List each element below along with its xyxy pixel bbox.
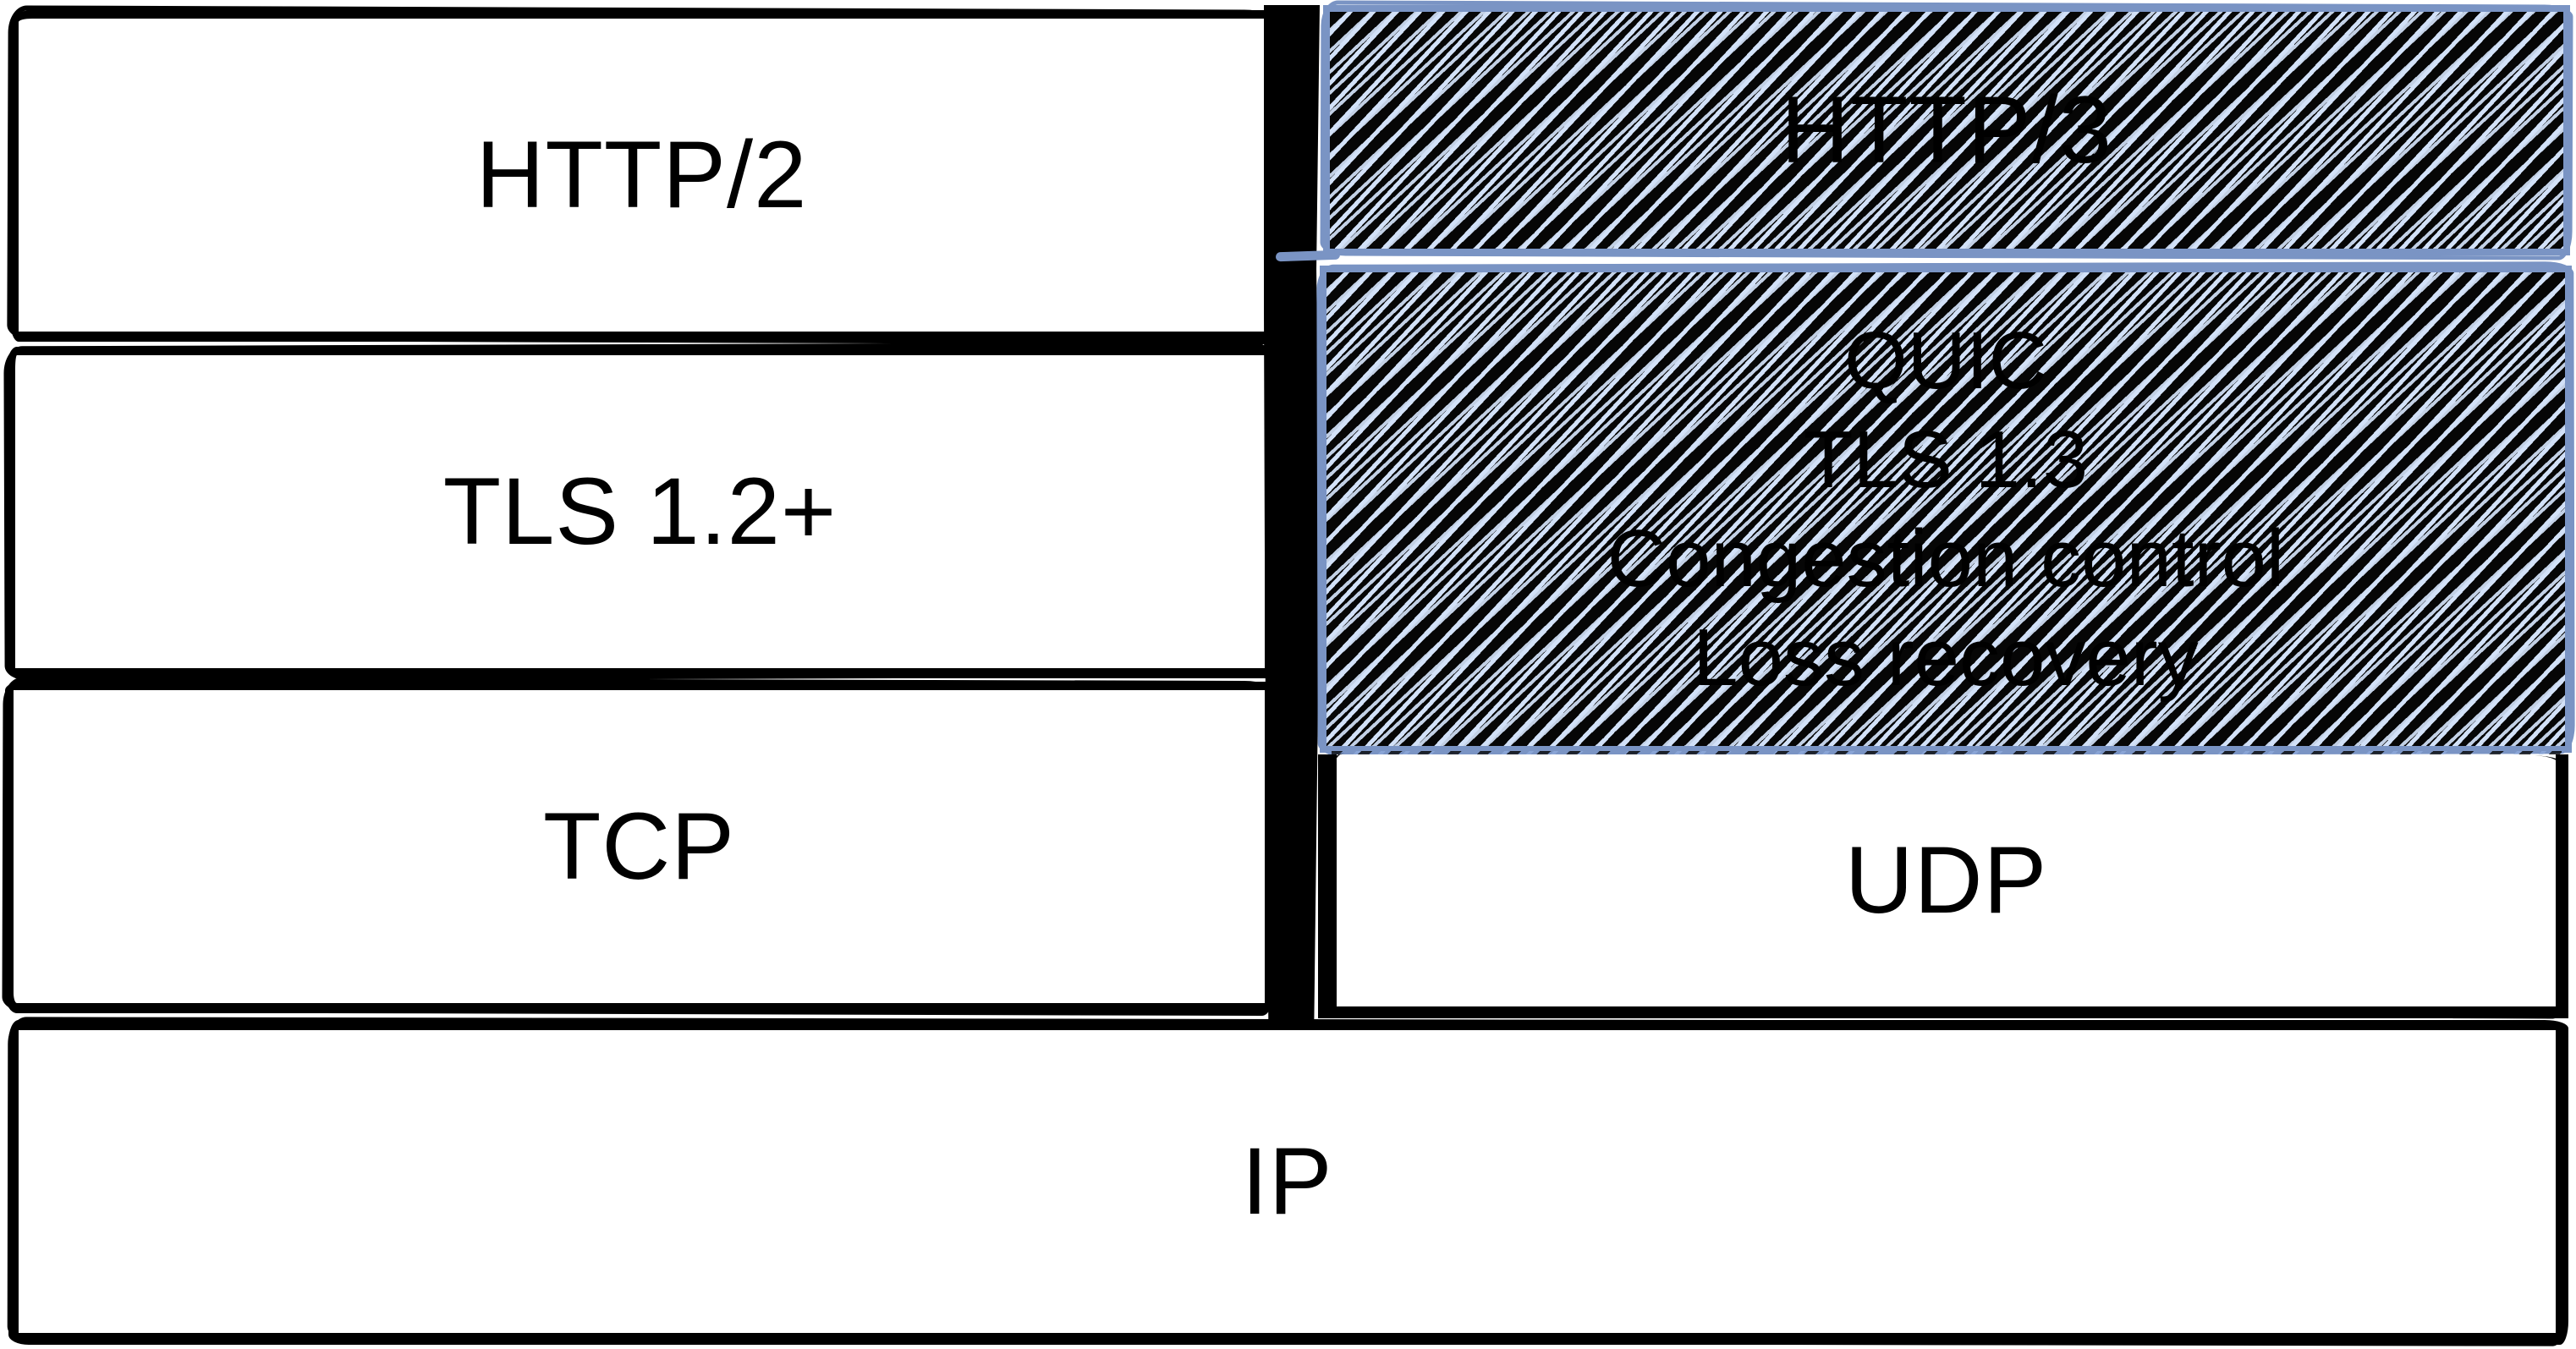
quic-line-congestion: Congestion control	[1607, 513, 2285, 604]
box-udp: UDP	[1318, 754, 2568, 1018]
divider-overshoot-stroke	[1275, 250, 1341, 262]
box-tcp: TCP	[5, 682, 1276, 1013]
quic-line-tls: TLS 1.3	[1803, 414, 2089, 505]
label-tls12: TLS 1.2+	[442, 458, 838, 564]
quic-line-loss: Loss recovery	[1693, 612, 2199, 704]
box-http3: HTTP/3	[1323, 5, 2570, 255]
box-ip: IP	[8, 1020, 2568, 1345]
label-udp: UDP	[1844, 827, 2048, 933]
column-divider-stroke	[1264, 5, 1320, 1020]
box-tls12: TLS 1.2+	[7, 347, 1276, 678]
label-ip: IP	[1241, 1128, 1333, 1234]
label-tcp: TCP	[543, 793, 735, 899]
label-http2: HTTP/2	[475, 122, 808, 228]
label-http3: HTTP/3	[1781, 77, 2112, 183]
box-quic: QUIC TLS 1.3 Congestion control Loss rec…	[1320, 266, 2572, 753]
quic-text-block: QUIC TLS 1.3 Congestion control Loss rec…	[1607, 311, 2284, 707]
quic-line-protocol: QUIC	[1843, 315, 2047, 406]
box-http2: HTTP/2	[10, 10, 1276, 342]
